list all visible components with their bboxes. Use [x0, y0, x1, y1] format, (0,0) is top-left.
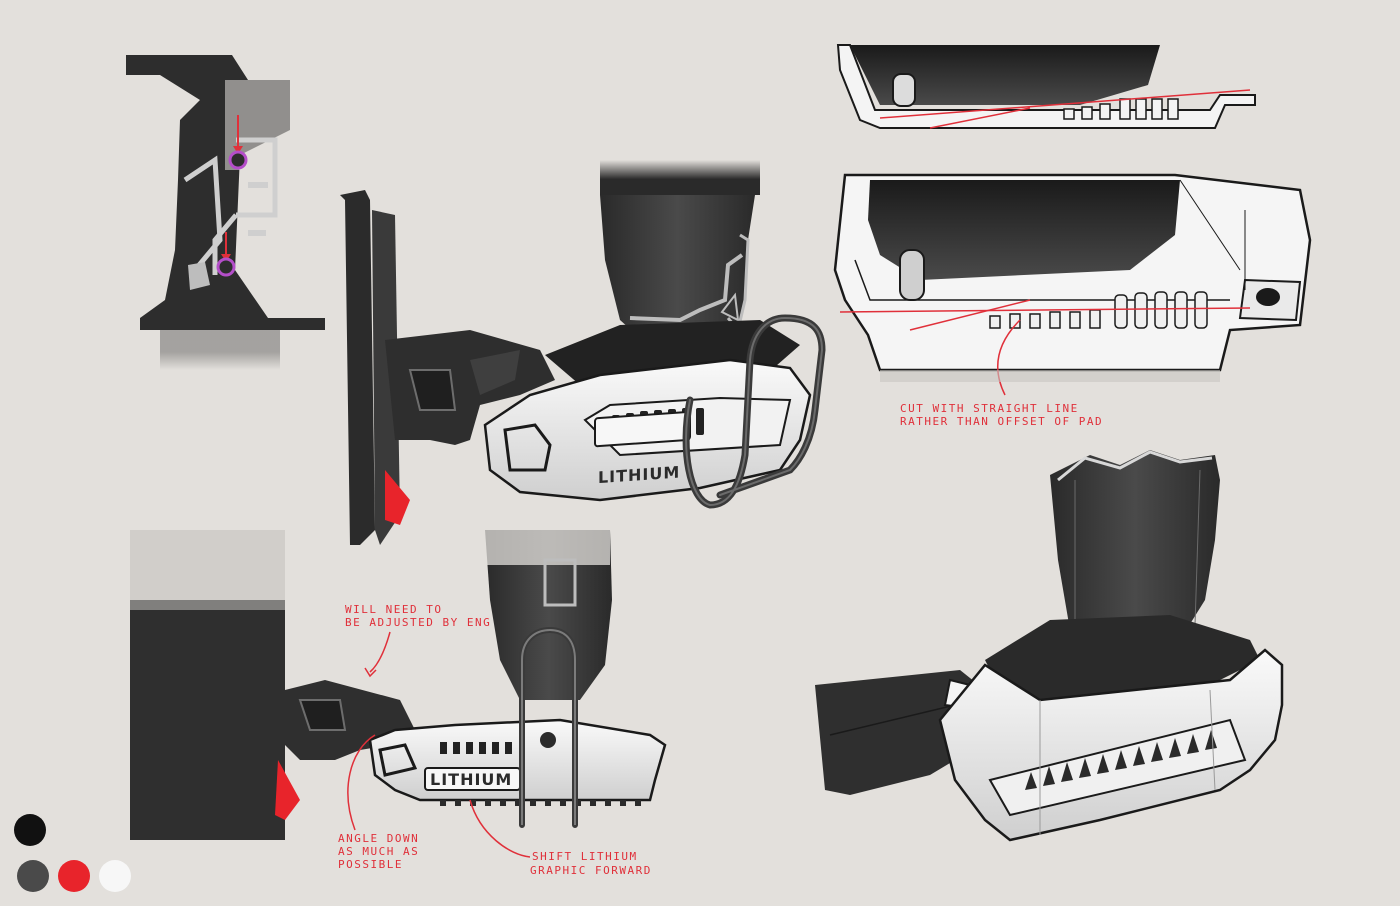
note-cut-line-1: CUT WITH STRAIGHT LINE — [900, 402, 1079, 415]
color-palette — [14, 814, 131, 892]
swatch-white — [99, 860, 131, 892]
swatch-black — [14, 814, 46, 846]
annotation-adjust: WILL NEED TO BE ADJUSTED BY ENG — [345, 603, 491, 678]
annotation-angle: ANGLE DOWN AS MUCH AS POSSIBLE — [338, 734, 419, 871]
annotation-cut-line: CUT WITH STRAIGHT LINE RATHER THAN OFFSE… — [900, 402, 1103, 428]
note-shift-2: GRAPHIC FORWARD — [530, 864, 652, 877]
perspective-view-bottom — [815, 450, 1284, 842]
note-shift-1: SHIFT LITHIUM — [532, 850, 638, 863]
note-adjust-2: BE ADJUSTED BY ENG — [345, 616, 491, 629]
attachment-point-marker — [228, 150, 248, 170]
swatch-dark-grey — [17, 860, 49, 892]
side-view-top — [836, 44, 1256, 129]
note-adjust-1: WILL NEED TO — [345, 603, 442, 616]
note-angle-1: ANGLE DOWN — [338, 832, 419, 845]
swatch-red — [58, 860, 90, 892]
note-angle-3: POSSIBLE — [338, 858, 403, 871]
side-view-bottom: LITHIUM — [130, 530, 667, 840]
annotation-shift: SHIFT LITHIUM GRAPHIC FORWARD — [469, 799, 652, 877]
side-view-detail — [833, 173, 1312, 396]
note-cut-line-2: RATHER THAN OFFSET OF PAD — [900, 415, 1103, 428]
attachment-point-marker — [216, 257, 236, 277]
lithium-side-label: LITHIUM — [430, 770, 512, 789]
main-perspective-view: LITHIUM — [340, 160, 826, 545]
grip-detail-view — [126, 55, 325, 370]
note-angle-2: AS MUCH AS — [338, 845, 419, 858]
